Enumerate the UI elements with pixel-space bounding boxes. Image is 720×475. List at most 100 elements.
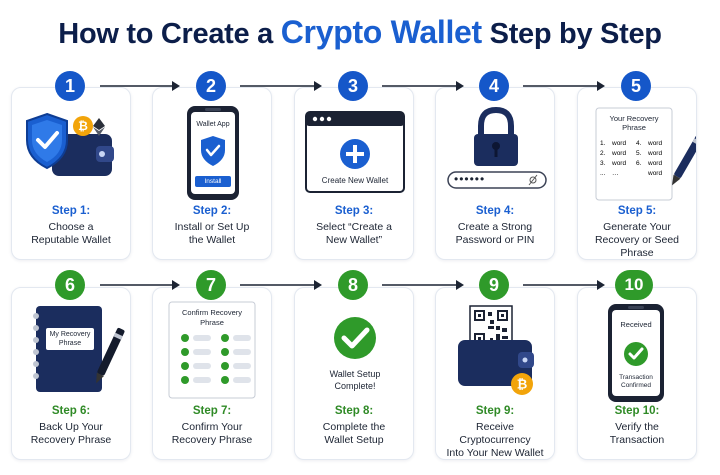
- step-number-badge: 4: [479, 71, 509, 101]
- caption-line: Complete!: [334, 381, 376, 391]
- step-desc-line: Verify the: [615, 421, 659, 433]
- step-desc-line: Complete the: [322, 421, 386, 433]
- page-title: How to Create a Crypto Wallet Step by St…: [0, 14, 720, 51]
- sheet-title-line: Phrase: [622, 123, 646, 132]
- arrow-right-icon: [382, 81, 464, 91]
- transaction-confirmed-label: Transaction Confirmed: [612, 374, 660, 390]
- word-index: 6.: [636, 160, 642, 167]
- step-desc-line: Transaction: [609, 434, 665, 446]
- step-label: Step 9:: [475, 405, 515, 417]
- svg-text:₿: ₿: [78, 119, 88, 133]
- step-label: Step 7:: [192, 405, 232, 417]
- arrow-right-icon: [523, 280, 605, 290]
- browser-plus-icon: Create New Wallet: [295, 88, 413, 204]
- step-description: Confirm Your Recovery Phrase: [156, 421, 268, 447]
- step-card-7: Confirm Recovery Phrase Step 7: Confirm …: [152, 287, 272, 460]
- seed-word: word: [612, 140, 627, 147]
- step-desc-line: Generate Your: [603, 221, 671, 233]
- step-desc-line: Password or PIN: [455, 234, 535, 246]
- shield-wallet-icon: ₿: [12, 88, 130, 204]
- step-description: Choose a Reputable Wallet: [15, 221, 127, 247]
- step-card-6: My Recovery Phrase Step 6: Back Up Your …: [11, 287, 131, 460]
- step-desc-line: Confirm Your: [181, 421, 243, 433]
- step-desc-line: Recovery or Seed Phrase: [594, 234, 680, 259]
- word-index: [636, 170, 648, 180]
- seed-word: word: [648, 170, 663, 177]
- word-index: 4.: [636, 140, 642, 147]
- sheet-title: Confirm Recovery Phrase: [169, 308, 255, 328]
- step-label: Step 4:: [475, 205, 515, 217]
- step-card-4: •••••• Step 4: Create a Strong Password …: [435, 87, 555, 260]
- notebook-label-line: My Recovery: [49, 331, 91, 338]
- seed-word: word: [612, 160, 627, 167]
- step-desc-line: Reputable Wallet: [31, 234, 111, 246]
- seed-word: word: [612, 150, 627, 157]
- install-button: Install: [204, 178, 222, 185]
- seed-word: word: [648, 150, 663, 157]
- step-card-1: ₿ Step 1: Choose a Reputable Wallet: [11, 87, 131, 260]
- step-description: Install or Set Up the Wallet: [156, 221, 268, 247]
- password-dots: ••••••: [454, 172, 486, 186]
- step-desc-line: Recovery Phrase: [171, 434, 253, 446]
- arrow-right-icon: [240, 81, 322, 91]
- step-card-3: Create New Wallet Step 3: Select “Create…: [294, 87, 414, 260]
- svg-text:₿: ₿: [517, 377, 528, 392]
- setup-complete-caption: Wallet Setup Complete!: [305, 368, 405, 392]
- step-card-9: ₿ Step 9: Receive Cryptocurrency Into Yo…: [435, 287, 555, 460]
- phone-app-title: Wallet App: [196, 121, 230, 128]
- arrow-right-icon: [523, 81, 605, 91]
- step-desc-line: Into Your New Wallet: [446, 447, 544, 459]
- word-index: 3.: [600, 160, 606, 167]
- step-desc-line: Back Up Your: [39, 421, 103, 433]
- phone-check-icon: Received Transaction Confirmed: [578, 288, 696, 404]
- step-description: Create a Strong Password or PIN: [439, 221, 551, 247]
- caption-line: Wallet Setup: [329, 369, 381, 379]
- step-label: Step 1:: [51, 205, 91, 217]
- step-label: Step 2:: [192, 205, 232, 217]
- arrow-right-icon: [100, 81, 180, 91]
- title-part2: Step by Step: [489, 18, 662, 50]
- step-number-badge: 8: [338, 270, 368, 300]
- step-description: Back Up Your Recovery Phrase: [15, 421, 127, 447]
- word-index: 1.: [600, 140, 606, 147]
- sheet-title-line: Phrase: [200, 318, 224, 327]
- step-number-badge: 2: [196, 71, 226, 101]
- step-description: Complete the Wallet Setup: [298, 421, 410, 447]
- sheet-title-line: Your Recovery: [609, 114, 659, 123]
- qr-wallet-icon: ₿: [436, 288, 554, 404]
- lock-icon: ••••••: [436, 88, 554, 204]
- step-desc-line: the Wallet: [188, 234, 236, 246]
- arrow-right-icon: [240, 280, 322, 290]
- step-label: Step 8:: [334, 405, 374, 417]
- phone-app-icon: Wallet App Install: [153, 88, 271, 204]
- arrow-right-icon: [100, 280, 180, 290]
- step-number-badge: 5: [621, 71, 651, 101]
- seed-word: word: [648, 140, 663, 147]
- sheet-title-line: Confirm Recovery: [181, 308, 242, 317]
- step-desc-line: Wallet Setup: [324, 434, 384, 446]
- word-index: 2.: [600, 150, 606, 157]
- notebook-label-line: Phrase: [58, 340, 82, 347]
- step-label: Step 6:: [51, 405, 91, 417]
- step-desc-line: Recovery Phrase: [30, 434, 112, 446]
- seed-word: word: [648, 160, 663, 167]
- word-index: ...: [600, 170, 606, 177]
- step-desc-line: Install or Set Up: [174, 221, 250, 233]
- sheet-title: Your Recovery Phrase: [596, 114, 672, 132]
- step-label: Step 3:: [334, 205, 374, 217]
- step-number-badge: 3: [338, 71, 368, 101]
- step-description: Receive Cryptocurrency Into Your New Wal…: [439, 421, 551, 460]
- step-desc-line: Select “Create a: [316, 221, 392, 233]
- received-label: Received: [620, 320, 652, 329]
- step-desc-line: New Wallet”: [325, 234, 383, 246]
- step-description: Verify the Transaction: [581, 421, 693, 447]
- step-number-badge: 9: [479, 270, 509, 300]
- notebook-pen-icon: My Recovery Phrase: [12, 288, 130, 404]
- step-number-badge: 6: [55, 270, 85, 300]
- confirm-line: Confirmed: [621, 382, 651, 389]
- step-card-5: Your Recovery Phrase 1. word 4. word 2. word…: [577, 87, 697, 260]
- arrow-right-icon: [382, 280, 464, 290]
- step-desc-line: Choose a: [48, 221, 94, 233]
- step-card-2: Wallet App Install Step 2: Install or Se…: [152, 87, 272, 260]
